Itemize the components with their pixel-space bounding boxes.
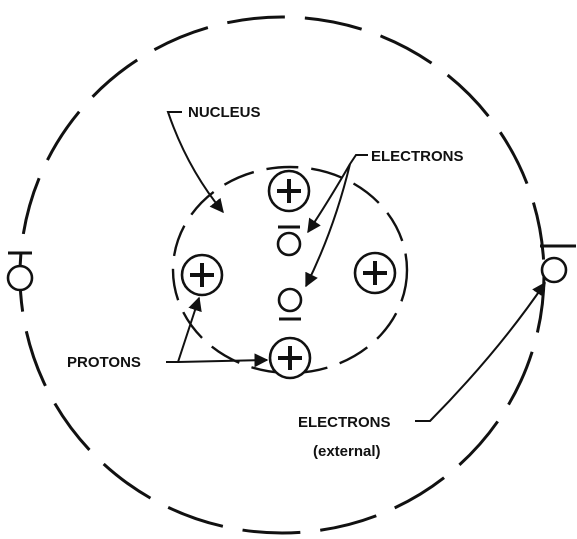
external-electrons-label: ELECTRONS (298, 414, 391, 431)
proton-top (269, 171, 309, 211)
outer-electron-shell (20, 17, 544, 533)
external-note-label: (external) (313, 443, 381, 460)
external-electrons-leader-arrow (415, 283, 545, 421)
protons-leader-arrow-bottom (178, 360, 267, 362)
external-electron-right (540, 246, 576, 282)
protons-label: PROTONS (67, 354, 141, 371)
electrons-label: ELECTRONS (371, 148, 464, 165)
proton-left (182, 255, 222, 295)
nuclear-electron-lower (279, 289, 301, 319)
nucleus-leader-arrow (168, 112, 223, 212)
electrons-leader-arrow-upper (308, 155, 368, 232)
nucleus-label: NUCLEUS (188, 104, 261, 121)
proton-bottom (270, 338, 310, 378)
proton-right (355, 253, 395, 293)
nuclear-electron-upper (278, 227, 300, 255)
